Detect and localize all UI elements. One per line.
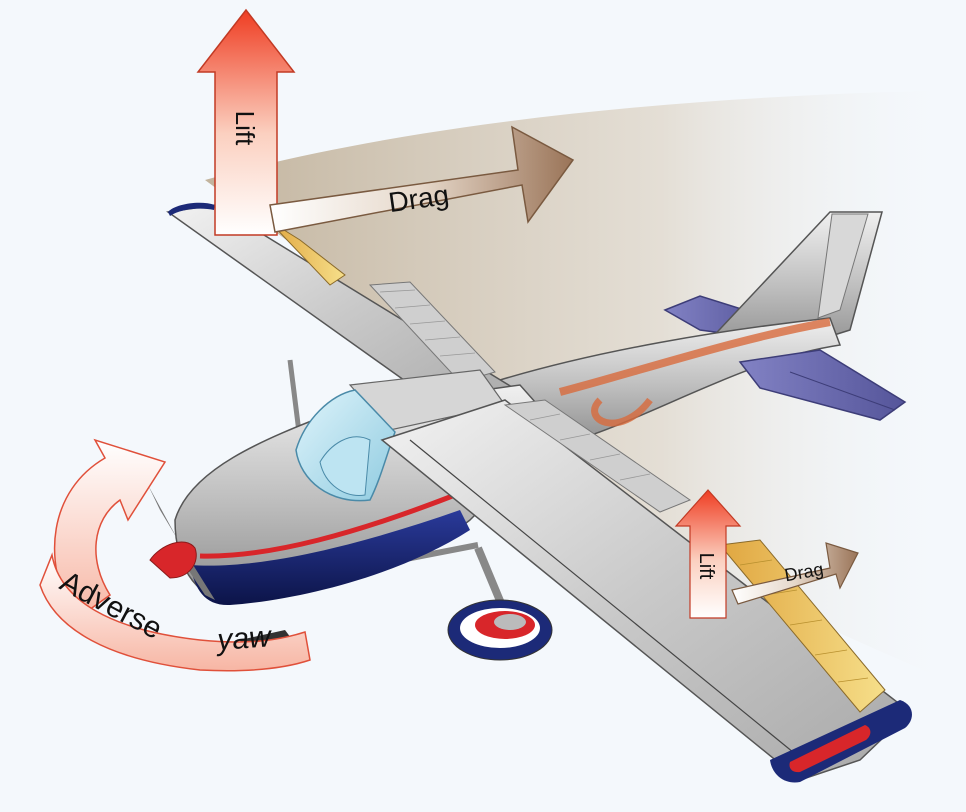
lift-arrow-right: Lift (674, 489, 742, 619)
left-flap (368, 281, 496, 383)
propeller-spinner (149, 541, 197, 579)
fuselage-stripe-swoosh (591, 397, 653, 427)
fuselage-stripe-rear (558, 318, 831, 396)
left-wing-tip (168, 202, 215, 216)
right-wing-leading-edge (409, 439, 816, 771)
propeller-blade-lower (185, 560, 215, 600)
yaw-label: yaw (214, 620, 274, 657)
fuselage-stripe-red (199, 492, 456, 559)
lift-right-label: Lift (695, 553, 717, 580)
side-window (319, 436, 371, 496)
rudder (817, 213, 869, 319)
lift-left-label: Lift (230, 111, 260, 146)
left-flap-ribs (379, 289, 476, 357)
horizontal-stabilizer-right (738, 349, 907, 421)
propeller-blade-upper (148, 485, 178, 540)
main-wheel-hub (494, 614, 526, 630)
right-wing-tip-light (789, 725, 871, 773)
left-aileron (267, 219, 346, 286)
right-flap-ribs (529, 413, 651, 481)
fuselage-belly (190, 510, 470, 606)
right-flap (503, 399, 692, 513)
